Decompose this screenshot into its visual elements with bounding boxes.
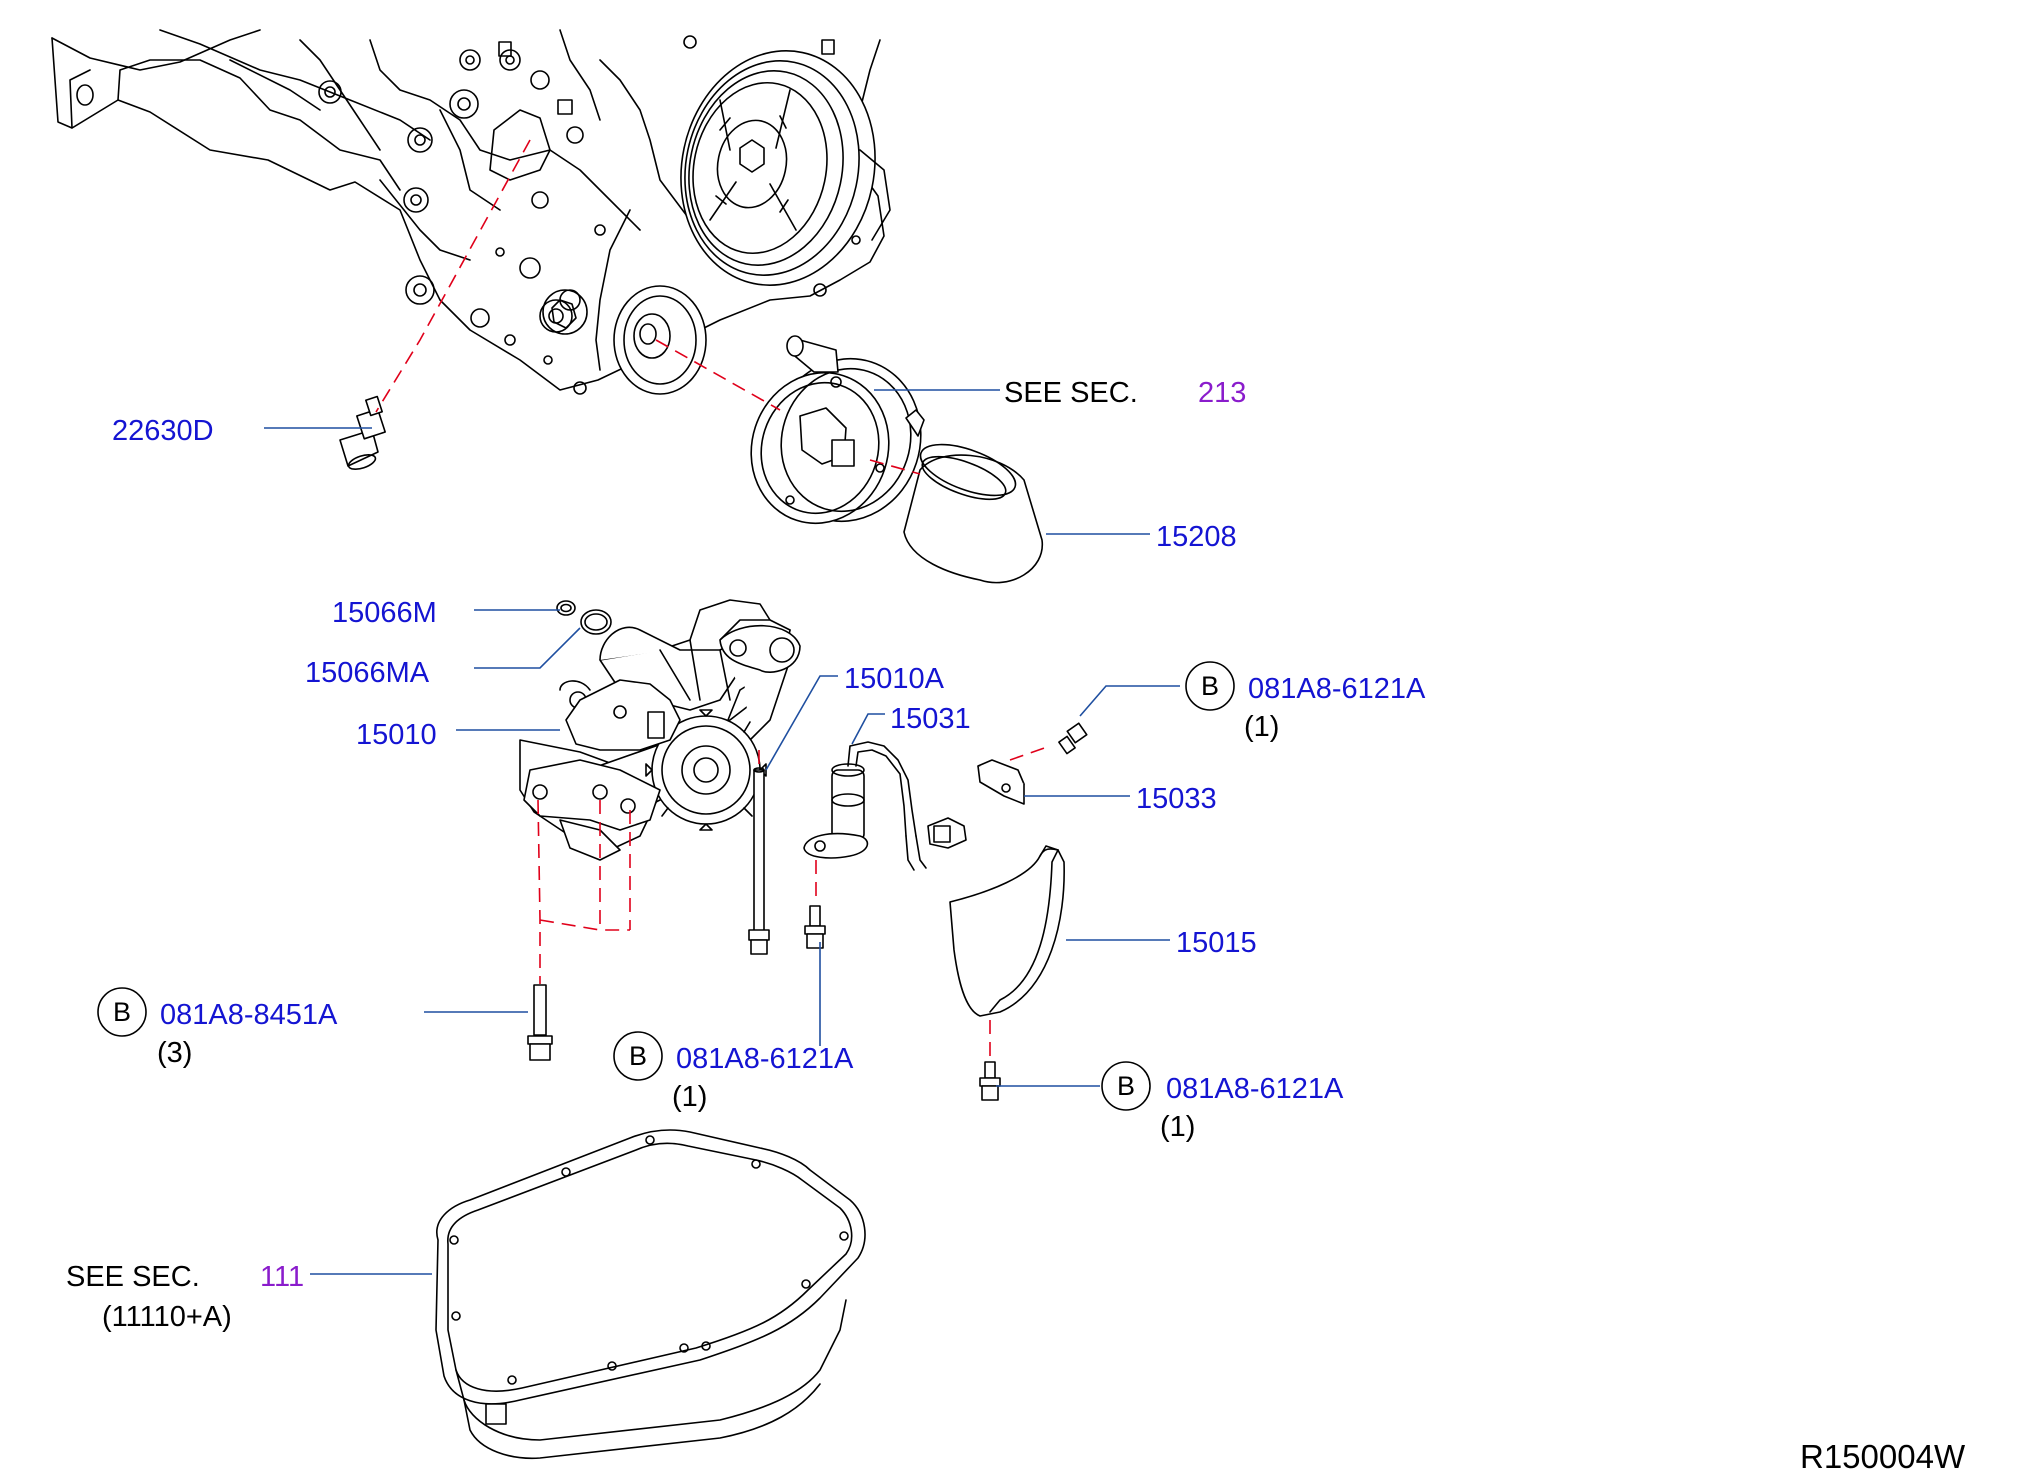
part-label-15033[interactable]: 15033: [1136, 783, 1217, 815]
sensor-bracket-illustration: [977, 759, 1025, 805]
oil-pan-illustration: [435, 1129, 866, 1460]
oil-pressure-sensor-illustration: [339, 395, 386, 470]
leader-lines: [264, 389, 1180, 1275]
see-sec-label-111: SEE SEC.: [66, 1261, 200, 1293]
bolt-marker-b: B: [113, 997, 131, 1027]
section-ref-213[interactable]: 213: [1198, 377, 1246, 409]
qty-label-sensor-bolt: (1): [672, 1081, 707, 1113]
qty-label-baffle-bolt: (1): [1160, 1111, 1195, 1143]
bolt-marker-circle: [97, 987, 147, 1037]
bolt-marker-circle: [613, 1031, 663, 1081]
bolt-marker-b: B: [1117, 1071, 1135, 1101]
pump-long-bolt-illustration: [748, 767, 770, 955]
idler-pulley-illustration: [613, 285, 707, 395]
pump-mount-bolt-illustration: [527, 984, 553, 1061]
part-label-15066MA[interactable]: 15066MA: [305, 657, 430, 689]
part-label-15066M[interactable]: 15066M: [332, 597, 437, 629]
oil-level-sensor-illustration: [803, 741, 967, 871]
baffle-plate-illustration: [949, 845, 1065, 1017]
part-label-15015[interactable]: 15015: [1176, 927, 1257, 959]
baffle-mount-bolt-illustration: [979, 1061, 1001, 1101]
sensor-mount-bolt-illustration: [804, 905, 826, 949]
assembly-dashed-lines: [375, 139, 1051, 1060]
bracket-bolt-illustration: [1058, 722, 1088, 755]
bolt-marker-b: B: [1201, 671, 1219, 701]
bolt-marker-circle: [1185, 661, 1235, 711]
crankshaft-pulley-illustration: [680, 50, 891, 286]
oil-pump-illustration: [519, 599, 801, 861]
qty-label-pump-bolts: (3): [157, 1037, 192, 1069]
part-label-081A8-8451A[interactable]: 081A8-8451A: [160, 999, 338, 1031]
oil-filter-illustration: [903, 443, 1043, 584]
bolt-marker-circle: [1101, 1061, 1151, 1111]
part-label-081A8-6121A-baffle[interactable]: 081A8-6121A: [1166, 1073, 1344, 1105]
o-rings-illustration: [556, 600, 612, 635]
part-label-15010A[interactable]: 15010A: [844, 663, 945, 695]
part-label-15208[interactable]: 15208: [1156, 521, 1237, 553]
oil-cooler-illustration: [750, 335, 925, 525]
diagram-id: R150004W: [1800, 1438, 1966, 1475]
bolt-marker-b: B: [629, 1041, 647, 1071]
qty-label-bracket-bolt: (1): [1244, 711, 1279, 743]
section-ref-detail: (11110+A): [102, 1301, 232, 1333]
part-label-15031[interactable]: 15031: [890, 703, 971, 735]
section-ref-111[interactable]: 111: [260, 1261, 304, 1293]
see-sec-label-213: SEE SEC.: [1004, 377, 1138, 409]
part-label-15010[interactable]: 15010: [356, 719, 437, 751]
part-label-081A8-6121A-bracket[interactable]: 081A8-6121A: [1248, 673, 1426, 705]
part-label-081A8-6121A-sensor[interactable]: 081A8-6121A: [676, 1043, 854, 1075]
engine-block-illustration: [51, 29, 885, 395]
part-label-22630D[interactable]: 22630D: [112, 415, 214, 447]
